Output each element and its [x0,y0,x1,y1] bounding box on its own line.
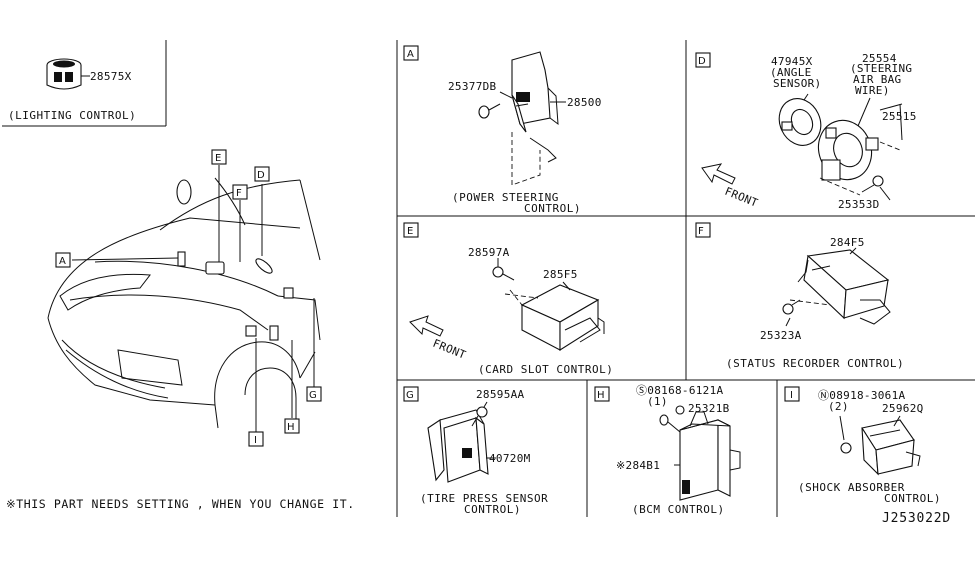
svg-text:H: H [597,390,605,401]
bolt-25377db [478,103,501,119]
front-arrow-d: FRONT [701,163,760,210]
panel-i: I Ⓝ08918-3061A (2) 25962Q (SHOCK ABSORBE… [784,386,941,505]
label-28500: 28500 [567,96,602,109]
callout-e: E [211,149,227,165]
callout-i: I [248,431,264,447]
caption-shock-1: (SHOCK ABSORBER [798,481,905,494]
label-25554: 25554 [862,52,897,65]
label-284f5: 284F5 [830,236,865,249]
svg-text:FRONT: FRONT [431,337,468,362]
label-25962q: 25962Q [882,402,924,415]
bcm-unit-part [679,411,741,501]
bolt-08168-6121a [659,414,681,433]
svg-text:E: E [215,153,221,164]
svg-text:F: F [236,188,242,199]
caption-power-steering-1: (POWER STEERING [452,191,559,204]
svg-text:F: F [698,226,704,237]
callout-a: A [55,252,71,268]
screw-28595aa [471,406,488,427]
svg-text:FRONT: FRONT [723,185,760,210]
lighting-switch-part [46,58,82,90]
label-25353d: 25353D [838,198,880,211]
caption-tire-press-2: CONTROL) [464,503,521,516]
car-overview-drawing [47,165,321,432]
caption-lighting-control: (LIGHTING CONTROL) [8,109,136,122]
caption-bcm: (BCM CONTROL) [632,503,725,516]
panel-g: G 28595AA 40720M (TIRE PRESS SENSOR CONT… [403,386,548,516]
panel-d: D 47945X (ANGLE SENSOR) 25554 (STEERING … [695,52,917,211]
caption-shock-2: CONTROL) [884,492,941,505]
label-steering: (STEERING [850,62,912,75]
spiral-cable-part [817,119,879,181]
diagram-code: J253022D [882,511,951,526]
label-25377db: 25377DB [448,80,497,93]
footnote: ※THIS PART NEEDS SETTING , WHEN YOU CHAN… [6,497,355,511]
svg-text:D: D [698,56,706,67]
callout-d: D [254,166,270,182]
label-sensor: SENSOR) [773,77,821,90]
label-28597a: 28597A [468,246,510,259]
label-wire: WIRE) [855,84,890,97]
caption-tire-press-1: (TIRE PRESS SENSOR [420,492,548,505]
status-recorder-part [797,249,891,325]
screw-25353d [861,175,884,193]
shock-absorber-module-part [861,419,921,476]
caption-power-steering-2: CONTROL) [524,202,581,215]
panel-f: F 284F5 25323A (STATUS RECORDER CONTROL) [695,222,904,370]
label-47945x: 47945X [771,55,813,68]
caption-status-recorder: (STATUS RECORDER CONTROL) [726,357,904,370]
label-angle: (ANGLE [770,66,812,79]
label-25321b: 25321B [688,402,730,415]
label-284b1: ※284B1 [616,459,660,472]
callout-h: H [284,418,300,434]
angle-sensor-ring-part [778,98,822,146]
nut-08918-3061a [840,442,852,454]
label-28575x: 28575X [90,70,132,83]
callout-f: F [232,184,248,200]
svg-text:G: G [406,390,414,401]
label-08168-6121a: Ⓢ08168-6121A [636,384,724,397]
power-steering-module-part [511,51,559,163]
label-air-bag: AIR BAG [853,73,901,86]
nut-25321b [675,405,685,415]
label-25323a: 25323A [760,329,802,342]
panel-h: H Ⓢ08168-6121A (1) 25321B ※284B1 (BCM CO… [594,384,741,516]
label-28595aa: 28595AA [476,388,525,401]
svg-text:I: I [254,435,257,446]
label-40720m: 40720M [489,452,531,465]
svg-text:E: E [407,226,413,237]
svg-text:I: I [790,390,793,401]
label-08918-3061a: Ⓝ08918-3061A [818,389,906,402]
label-285f5: 285F5 [543,268,578,281]
label-qty-2: (2) [828,400,849,413]
screw-25323a [782,299,801,315]
screw-28597a [492,266,515,281]
label-qty-1: (1) [647,395,668,408]
callout-g: G [306,386,322,402]
svg-text:A: A [407,49,414,60]
svg-text:D: D [257,170,265,181]
svg-text:A: A [59,256,66,267]
front-arrow-e: FRONT [409,315,468,362]
card-slot-unit-part [520,284,605,351]
lighting-control-group: 28575X (LIGHTING CONTROL) [8,58,136,122]
panel-a: A 25377DB 28500 (POWER STEERING CONTROL) [403,45,602,215]
svg-text:H: H [287,422,295,433]
tire-pressure-module-part [427,409,489,483]
svg-text:G: G [309,390,317,401]
label-25515: 25515 [882,110,917,123]
panel-frames [2,40,975,517]
caption-card-slot: (CARD SLOT CONTROL) [478,363,613,376]
